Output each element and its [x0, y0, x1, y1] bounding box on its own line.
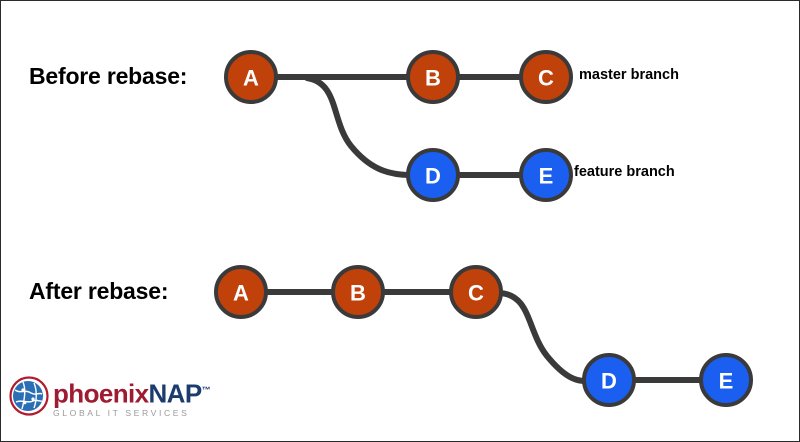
commit-node-label: D — [425, 164, 441, 189]
commit-node-after-b[interactable]: B — [331, 265, 385, 319]
before-rebase-graph: A B C D E — [224, 50, 573, 202]
branch-label-feature: feature branch — [574, 164, 675, 180]
commit-node-after-a[interactable]: A — [214, 265, 268, 319]
logo-trademark-symbol: ™ — [201, 385, 211, 395]
commit-node-label: C — [468, 281, 484, 306]
commit-node-label: E — [539, 164, 554, 189]
commit-node-label: E — [719, 369, 734, 394]
commit-node-label: D — [601, 369, 617, 394]
commit-node-before-b[interactable]: B — [406, 50, 460, 104]
commit-node-label: B — [425, 66, 441, 91]
globe-icon — [9, 376, 49, 416]
after-rebase-graph: A B C D E — [214, 265, 753, 407]
commit-node-label: C — [538, 66, 554, 91]
commit-node-label: B — [350, 281, 366, 306]
edge-after-c-to-d — [496, 290, 592, 385]
commit-node-before-e[interactable]: E — [519, 148, 573, 202]
commit-node-before-d[interactable]: D — [406, 148, 460, 202]
commit-node-after-d[interactable]: D — [582, 353, 636, 407]
branch-label-master: master branch — [579, 67, 679, 83]
logo-tagline: GLOBAL IT SERVICES — [53, 407, 190, 418]
commit-node-before-c[interactable]: C — [519, 50, 573, 104]
edge-before-branch-to-d — [304, 75, 414, 178]
commit-node-label: A — [233, 281, 249, 306]
phoenixnap-logo: phoenixNAP™ GLOBAL IT SERVICES — [9, 372, 211, 420]
logo-name-secondary: NAP — [148, 378, 202, 409]
commit-node-before-a[interactable]: A — [224, 50, 278, 104]
section-label-after-rebase: After rebase: — [29, 278, 169, 304]
commit-node-after-c[interactable]: C — [449, 265, 503, 319]
logo-wordmark: phoenixNAP™ GLOBAL IT SERVICES — [53, 377, 211, 418]
logo-name-primary: phoenix — [53, 378, 149, 409]
commit-node-label: A — [243, 66, 259, 91]
section-label-before-rebase: Before rebase: — [29, 63, 188, 89]
commit-node-after-e[interactable]: E — [699, 353, 753, 407]
